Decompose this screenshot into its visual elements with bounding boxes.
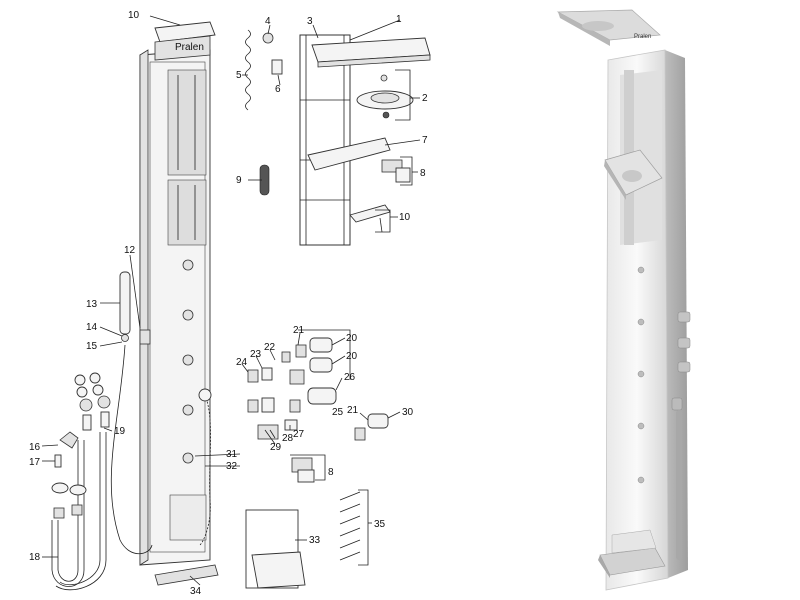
fixing-parts-bottom (154, 457, 361, 589)
body-jets (182, 259, 194, 464)
photo-step (598, 529, 666, 578)
valve-cartridges (247, 337, 389, 441)
top-cap: Pralen (154, 21, 216, 61)
callout-7: 7 (422, 135, 428, 146)
callout-14: 14 (86, 322, 98, 333)
callout-6: 6 (275, 84, 281, 95)
screw-set (339, 491, 361, 561)
callout-29: 29 (270, 442, 282, 453)
callout-17: 17 (29, 457, 41, 468)
callout-1: 1 (396, 14, 402, 25)
callout-3: 3 (307, 16, 313, 27)
callout-22: 22 (264, 342, 276, 353)
callout-35: 35 (374, 519, 386, 530)
callout-25: 25 (332, 407, 344, 418)
callout-8: 8 (420, 168, 426, 179)
callout-10: 10 (399, 212, 411, 223)
callout-21-lower: 21 (347, 405, 359, 416)
callout-12: 12 (124, 245, 136, 256)
callout-26: 26 (344, 372, 356, 383)
callout-19: 19 (114, 426, 126, 437)
callout-9: 9 (236, 175, 242, 186)
overhead-rose (356, 74, 414, 119)
callout-16: 16 (29, 442, 41, 453)
overhead-rainshower: Pralen (556, 9, 661, 46)
side-valve-knobs (671, 311, 691, 411)
product-photo: Pralen (556, 9, 691, 591)
callout-5: 5 (236, 70, 242, 81)
callout-15: 15 (86, 341, 98, 352)
callout-23: 23 (250, 349, 262, 360)
callout-28: 28 (282, 433, 294, 444)
callout-21: 21 (293, 325, 305, 336)
exploded-view: Pralen (29, 10, 431, 597)
supply-hoses (51, 372, 111, 591)
callout-labels: 10 1 2 3 4 5 6 7 8 8 9 10 12 13 14 15 16… (29, 10, 428, 597)
callout-11: 10 (128, 10, 140, 21)
photo-brand: Pralen (634, 34, 651, 40)
column-panel (139, 49, 211, 566)
callout-8-lower: 8 (328, 467, 334, 478)
photo-hand-shower (676, 410, 682, 560)
callout-20-lower: 20 (346, 351, 358, 362)
callout-31: 31 (226, 449, 238, 460)
fixed-head-shower (604, 149, 663, 200)
side-shower-bracket (307, 137, 411, 233)
callout-34: 34 (190, 586, 202, 597)
callout-13: 13 (86, 299, 98, 310)
photo-body-jets (637, 266, 645, 484)
callout-30: 30 (402, 407, 414, 418)
callout-20: 20 (346, 333, 358, 344)
callout-33: 33 (309, 535, 321, 546)
callout-27: 27 (293, 429, 305, 440)
callout-32: 32 (226, 461, 238, 472)
callout-2: 2 (422, 93, 428, 104)
hand-shower (110, 271, 212, 555)
callout-4: 4 (265, 16, 271, 27)
callout-18: 18 (29, 552, 41, 563)
small-parts-top (245, 29, 283, 196)
leader-lines (41, 15, 421, 586)
callout-24: 24 (236, 357, 248, 368)
top-cap-brand: Pralen (175, 42, 204, 53)
back-frame (299, 34, 431, 246)
